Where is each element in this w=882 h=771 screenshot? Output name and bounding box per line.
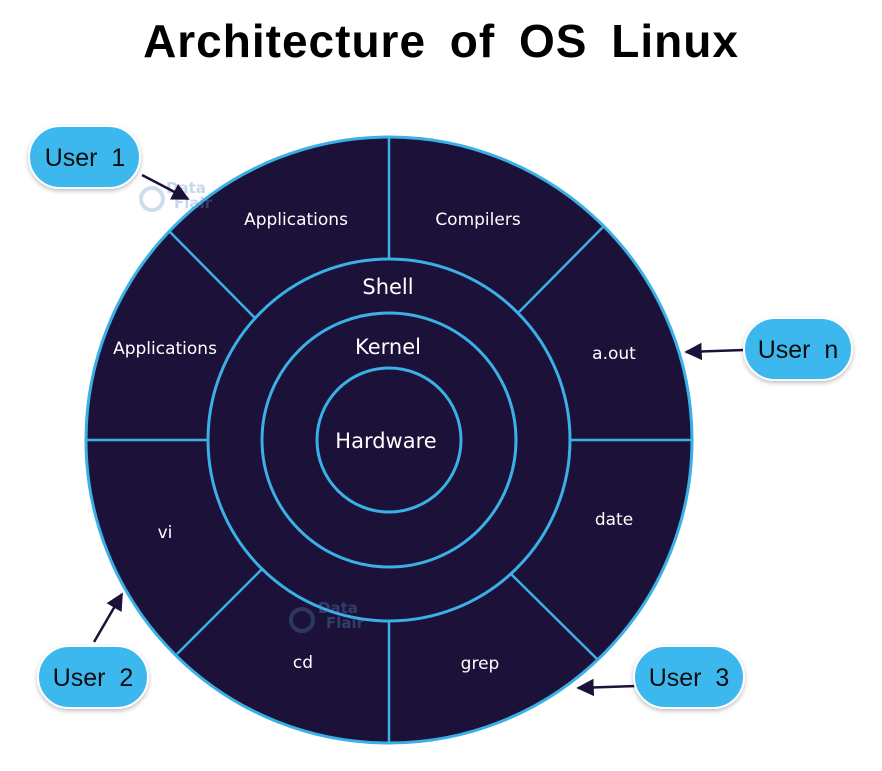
page-title: Architecture of OS Linux xyxy=(143,15,739,67)
user-bubble-n: User n xyxy=(743,317,853,381)
segment-label-vi: vi xyxy=(158,523,173,543)
svg-text:User 3: User 3 xyxy=(649,664,730,692)
svg-text:User n: User n xyxy=(758,336,839,364)
segment-label-compilers: Compilers xyxy=(435,210,521,230)
segment-label-grep: grep xyxy=(461,654,500,674)
segment-label-cd: cd xyxy=(293,653,313,673)
arrow-user-2 xyxy=(92,592,124,643)
user-bubble-1: User 1 xyxy=(28,125,141,189)
user-bubble-2: User 2 xyxy=(37,645,149,709)
watermark-top: Data Flair xyxy=(139,179,213,212)
svg-text:Data: Data xyxy=(318,599,358,617)
segment-dividers xyxy=(86,137,692,743)
hardware-core xyxy=(315,366,463,514)
arrow-user-n xyxy=(684,342,745,361)
layer-label-shell: Shell xyxy=(362,275,413,299)
divider-upper-right xyxy=(518,225,605,313)
arrow-user-1 xyxy=(141,173,190,201)
svg-text:Flair: Flair xyxy=(174,194,213,212)
segment-label-date: date xyxy=(595,510,633,530)
divider-lower-right xyxy=(510,573,598,660)
divider-lower-left xyxy=(176,568,263,655)
segment-label-applications-top: Applications xyxy=(244,210,348,230)
layer-label-hardware: Hardware xyxy=(335,429,436,453)
segment-label-a-out: a.out xyxy=(592,344,636,364)
arrow-user-3 xyxy=(576,678,637,697)
svg-text:User 1: User 1 xyxy=(45,144,126,172)
user-bubble-3: User 3 xyxy=(633,645,745,709)
segment-label-applications-left: Applications xyxy=(113,339,217,359)
layer-label-kernel: Kernel xyxy=(355,335,421,359)
svg-text:User 2: User 2 xyxy=(53,664,134,692)
watermark-bottom: Data Flair xyxy=(289,599,365,633)
svg-text:Flair: Flair xyxy=(326,614,365,632)
divider-upper-left xyxy=(169,231,256,319)
user-arrows xyxy=(92,173,745,697)
